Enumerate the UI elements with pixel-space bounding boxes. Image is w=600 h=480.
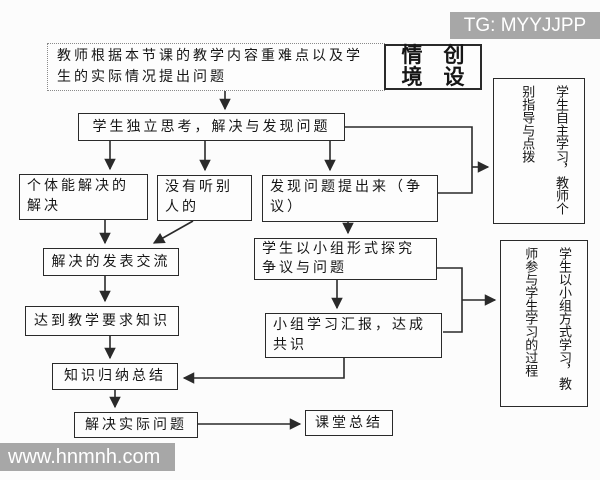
tg-watermark: TG: MYYJJPP — [450, 12, 600, 39]
knowledge-summary-box: 知识归纳总结 — [52, 363, 178, 390]
site-watermark: www.hnmnh.com — [0, 443, 175, 471]
independent-thinking-box: 学生独立思考，解决与发现问题 — [78, 113, 345, 141]
solve-real-problem-box: 解决实际问题 — [74, 412, 198, 438]
teacher-premise-label: 教师根据本节课的教学内容重难点以及学生的实际情况提出问题 — [57, 49, 363, 85]
not-listened-box: 没有听别人的 — [157, 175, 252, 221]
self-study-side-note-box: 学生自主学习，教师个别指导与点拨 — [493, 78, 585, 224]
problem-raised-box: 发现问题提出来（争议） — [262, 175, 438, 222]
situation-creation-row1: 情 创 — [401, 43, 465, 67]
reach-teaching-goal-box: 达到教学要求知识 — [25, 306, 179, 336]
situation-creation-box: 情 创 境 设 — [384, 44, 482, 90]
teacher-premise-box: 教师根据本节课的教学内容重难点以及学生的实际情况提出问题 — [47, 43, 385, 91]
publish-exchange-box: 解决的发表交流 — [43, 248, 179, 276]
situation-creation-row2: 境 设 — [401, 66, 465, 89]
group-report-box: 小组学习汇报，达成共识 — [265, 313, 442, 358]
group-explore-box: 学生以小组形式探究争议与问题 — [254, 238, 437, 280]
class-summary-box: 课堂总结 — [305, 410, 393, 436]
group-study-side-note-box: 学生以小组方式学习，教师参与学生学习的过程 — [500, 240, 588, 407]
individual-solvable-box: 个体能解决的解决 — [19, 174, 148, 220]
